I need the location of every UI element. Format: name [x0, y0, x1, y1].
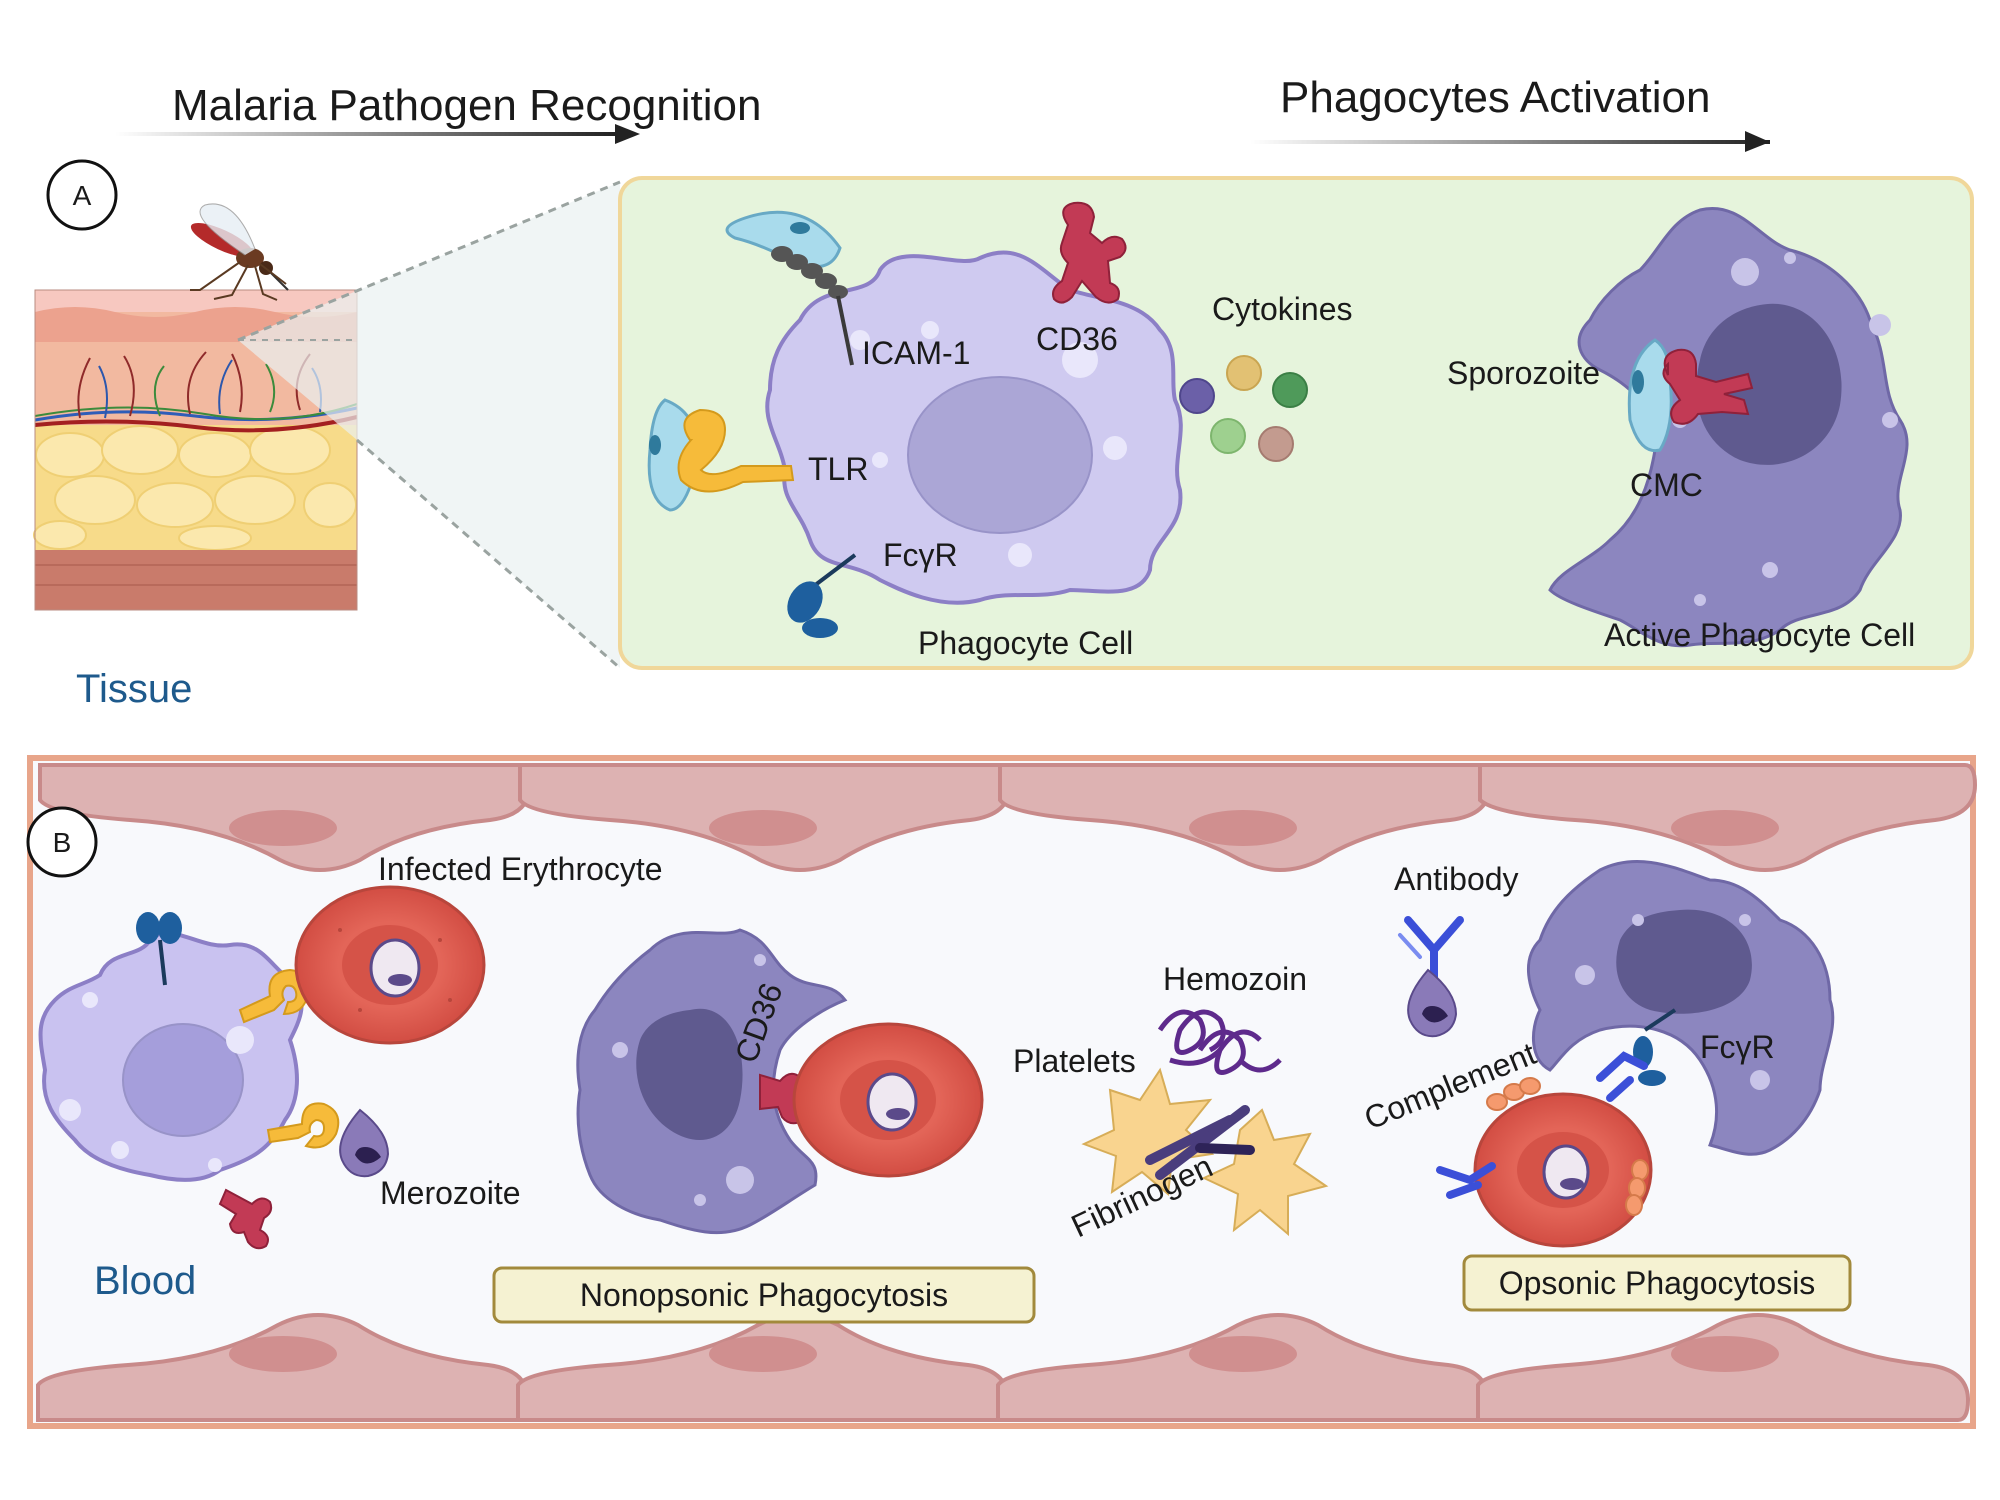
nonopsonic-phagocyte: [576, 928, 848, 1235]
antibody-icon: [1398, 916, 1464, 984]
skin-tissue-block: [33, 289, 358, 611]
sporozoite-label: Sporozoite: [1447, 355, 1600, 391]
opsonic-antibodies: [1436, 1051, 1648, 1199]
cd36-receptor-icon: [1052, 201, 1127, 304]
antibody-label: Antibody: [1394, 861, 1519, 897]
endothelium-bottom-nuclei: [229, 1336, 1779, 1372]
endothelium-top-nuclei: [229, 810, 1779, 846]
recognition-title: Malaria Pathogen Recognition: [172, 81, 762, 130]
panel-a-marker: A: [46, 159, 118, 231]
activation-title: Phagocytes Activation: [1280, 73, 1710, 122]
cd36-label: CD36: [1036, 321, 1118, 357]
fcyr-receptor-icon: [787, 553, 857, 638]
cytokine-dots: [1179, 355, 1308, 462]
phagocyte-cell: [765, 250, 1183, 605]
blood-tlr-receptors: [238, 968, 340, 1149]
phagocyte-label: Phagocyte Cell: [918, 625, 1133, 661]
active-phagocyte-cell: [1548, 206, 1909, 648]
cmc-label: CMC: [1630, 467, 1703, 503]
mosquito-icon: [190, 203, 289, 301]
platelets-label: Platelets: [1013, 1043, 1136, 1079]
opsonic-erythrocyte: [1473, 1092, 1653, 1248]
blood-label: Blood: [94, 1259, 196, 1303]
tlr-sporozoite-pair: [647, 398, 795, 512]
recognition-arrow: [115, 124, 640, 144]
tissue-label: Tissue: [76, 667, 192, 711]
infected-erythrocyte-label: Infected Erythrocyte: [378, 851, 663, 887]
engulfed-sporozoite: [1627, 338, 1754, 453]
svg-text:A: A: [73, 180, 92, 211]
svg-text:B: B: [53, 827, 72, 858]
tlr-label: TLR: [808, 451, 868, 487]
opsonic-label: Opsonic Phagocytosis: [1499, 1265, 1816, 1301]
antibody-merozoite-icon: [1407, 968, 1458, 1038]
nonopsonic-box: [492, 1266, 1036, 1324]
complement-icons: [1486, 1077, 1649, 1216]
activation-arrow: [1250, 131, 1770, 152]
fcyr-label: FcγR: [883, 537, 958, 573]
opsonic-fc-receptor: [1633, 1008, 1677, 1086]
hemozoin-label: Hemozoin: [1163, 961, 1307, 997]
merozoite-label: Merozoite: [380, 1175, 521, 1211]
opsonic-phagocyte: [1526, 859, 1835, 1156]
nonopsonic-erythrocyte: [792, 1022, 984, 1178]
opsonic-fcyr-label: FcγR: [1700, 1029, 1775, 1065]
blood-fc-receptor-icon: [136, 912, 182, 986]
icam-label: ICAM-1: [862, 335, 970, 371]
blood-cd36-receptor: [218, 1188, 273, 1250]
zoom-projection: [237, 180, 621, 670]
cytokines-label: Cytokines: [1212, 291, 1353, 327]
hemozoin-icon: [1157, 1009, 1282, 1075]
sporozoite-icam-pair: [725, 210, 854, 366]
fibrinogen-icon: [1145, 1105, 1255, 1180]
nonopsonic-label: Nonopsonic Phagocytosis: [580, 1277, 948, 1313]
blood-phagocyte-cell: [38, 931, 304, 1182]
infected-erythrocyte: [294, 885, 486, 1045]
panel-b-marker: B: [26, 806, 98, 878]
opsonic-box: [1462, 1254, 1852, 1312]
active-phagocyte-label: Active Phagocyte Cell: [1604, 617, 1915, 653]
merozoite-icon: [339, 1108, 390, 1178]
